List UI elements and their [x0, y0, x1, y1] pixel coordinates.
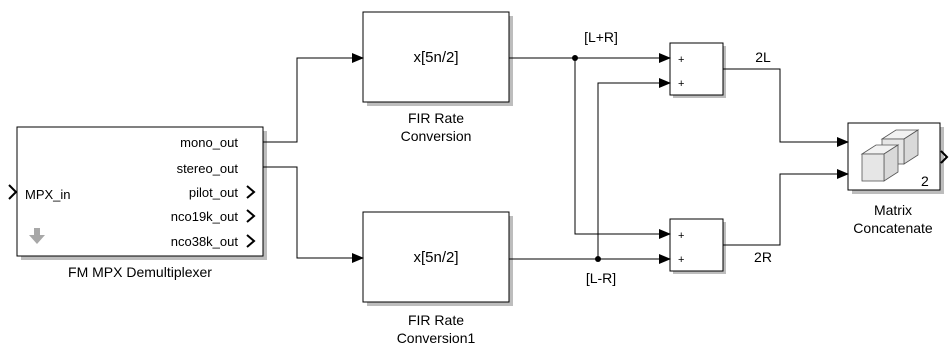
fir-bottom-block[interactable]: x[5n/2]	[362, 211, 513, 306]
fir-bottom-body	[362, 211, 510, 303]
demux-port-nco19k: nco19k_out	[171, 209, 239, 224]
demux-port-stereo: stereo_out	[177, 161, 239, 176]
concat-output-chevron-icon	[940, 150, 949, 164]
sum-top-sign-1: +	[678, 54, 684, 66]
demux-input-port-label: MPX_in	[25, 187, 71, 202]
signal-label-2L: 2L	[755, 49, 771, 65]
concat-dim-label: 2	[921, 173, 929, 189]
sum-bottom-body	[669, 218, 724, 272]
signal-2L[interactable]	[723, 68, 849, 147]
sum-bottom-sign-2: +	[678, 254, 684, 266]
fir-bottom-caption-line2: Conversion1	[397, 330, 476, 346]
input-port-chevron-icon	[8, 184, 18, 200]
fir-top-block[interactable]: x[5n/2]	[362, 11, 513, 106]
fir-top-caption-line1: FIR Rate	[408, 110, 464, 126]
sum-top-sign-2: +	[678, 78, 684, 90]
branch-point-diff	[595, 256, 601, 262]
demux-caption: FM MPX Demultiplexer	[68, 264, 212, 280]
matrix-concat-block[interactable]: 2	[847, 122, 944, 194]
signal-stereo[interactable]	[263, 166, 364, 263]
signal-label-diff: [L-R]	[586, 270, 616, 286]
down-arrow-icon	[29, 228, 45, 244]
demux-port-mono: mono_out	[180, 135, 238, 150]
sum-top-body	[669, 42, 724, 96]
fir-bottom-expression: x[5n/2]	[413, 249, 458, 266]
sum-bottom-sign-1: +	[678, 230, 684, 242]
signal-diff-to-top-adder[interactable]	[597, 78, 671, 259]
concat-caption-line2: Concatenate	[853, 220, 933, 236]
fir-bottom-caption-line1: FIR Rate	[408, 312, 464, 328]
fir-top-body	[362, 11, 510, 103]
sum-bottom-block[interactable]: + +	[669, 218, 726, 274]
demux-port-pilot: pilot_out	[189, 185, 239, 200]
concat-caption-line1: Matrix	[874, 202, 912, 218]
demux-block[interactable]: MPX_in mono_out stereo_out pilot_out nco…	[16, 126, 267, 260]
signal-lines	[263, 53, 849, 264]
fir-top-caption-line2: Conversion	[401, 128, 472, 144]
signal-2R[interactable]	[723, 169, 849, 246]
sum-top-block[interactable]: + +	[669, 42, 726, 98]
signal-label-sum: [L+R]	[584, 29, 618, 45]
nco19k-out-chevron-icon	[246, 209, 256, 223]
demux-port-nco38k: nco38k_out	[171, 234, 239, 249]
concat-cubes-icon	[860, 129, 920, 182]
signal-label-2R: 2R	[754, 249, 772, 265]
pilot-out-chevron-icon	[246, 185, 256, 199]
nco38k-out-chevron-icon	[246, 234, 256, 248]
branch-point-sum	[572, 55, 578, 61]
fir-top-expression: x[5n/2]	[413, 49, 458, 66]
signal-mono[interactable]	[263, 53, 364, 143]
signal-sum-to-bottom-adder[interactable]	[574, 58, 671, 239]
demux-body	[16, 126, 264, 257]
